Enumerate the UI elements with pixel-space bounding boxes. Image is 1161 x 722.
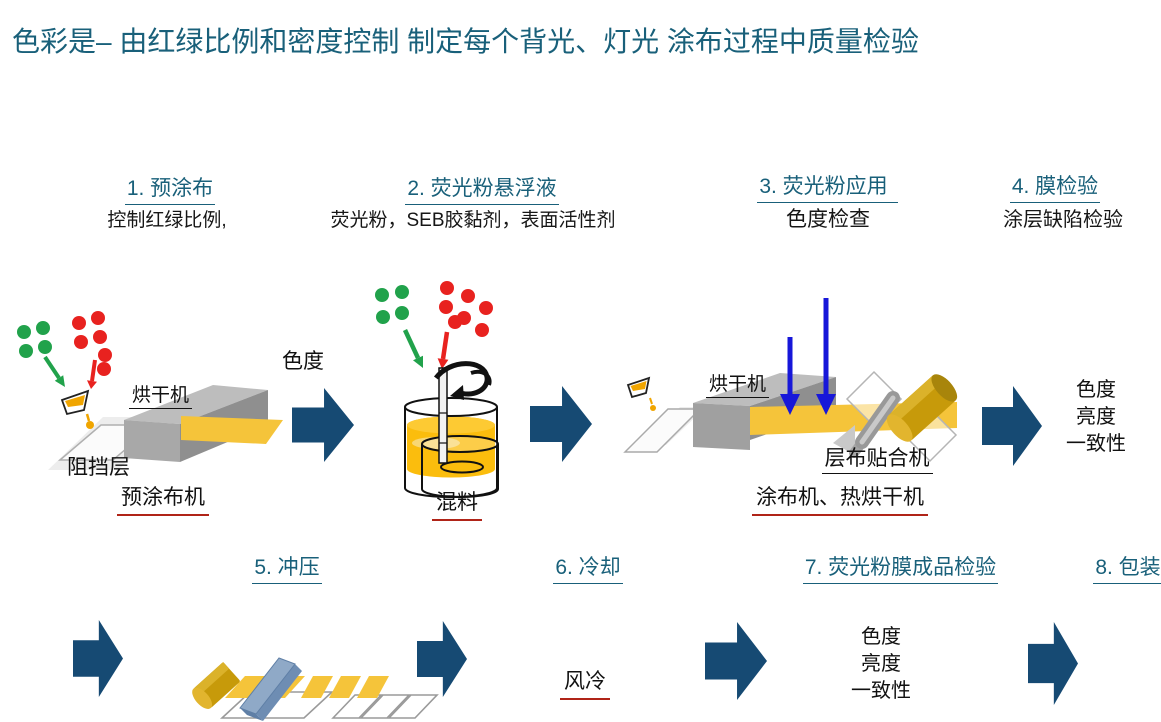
chromaticity-label: 色度 [282,350,324,373]
dryer-label-2: 烘干机 [695,369,780,398]
step-3-header: 3. 荧光粉应用 [740,170,915,203]
air-cooling-label: 风冷 [540,665,630,700]
dryer-label-1: 烘干机 [118,380,203,409]
step-2-header: 2. 荧光粉悬浮液 [392,172,572,205]
coater-diagram [618,288,963,518]
quality-metrics-top: 色度 亮度 一致性 [1048,377,1144,458]
quality-line: 一致性 [851,680,911,702]
barrier-label: 阻挡层 [67,456,130,479]
step-1-label: 1. 预涂布 [124,172,216,205]
stirrer-icon [438,367,448,464]
pre-coater-diagram [8,295,293,510]
flow-arrow-2 [530,386,592,462]
film-strips [225,676,389,698]
step-2-label: 2. 荧光粉悬浮液 [405,172,559,205]
step-1-desc: 控制红绿比例, [107,210,227,231]
flow-arrow-5 [417,621,467,697]
tray-outline-icons [219,691,439,719]
page-title: 色彩是– 由红绿比例和密度控制 制定每个背光、灯光 涂布过程中质量检验 [12,26,919,57]
pour-cup-icon [60,389,94,429]
mixing-label: 混料 [418,486,496,521]
quality-metrics-bottom: 色度 亮度 一致性 [833,624,929,705]
flow-arrow-6 [705,622,767,700]
quality-line: 色度 [861,626,901,648]
step-6-header: 6. 冷却 [533,551,643,584]
film-band [181,416,283,444]
red-phosphor-dots-icon [72,311,112,376]
pour-cup-icon [626,376,656,411]
coating-uv-arrows-icon [780,298,836,415]
green-phosphor-dots-icon [375,285,409,324]
step-7-header: 7. 荧光粉膜成品检验 [788,551,1013,584]
flow-arrow-3 [982,386,1042,466]
feed-roll-icon [192,661,240,709]
step-7-label: 7. 荧光粉膜成品检验 [802,551,999,584]
step-4-header: 4. 膜检验 [995,170,1115,203]
step-1-header: 1. 预涂布 [100,172,240,205]
green-feed-arrow-icon [402,329,423,368]
step-4-label: 4. 膜检验 [1009,170,1101,203]
green-phosphor-dots-icon [17,321,52,358]
red-phosphor-dots-icon [439,281,493,337]
step-8-header: 8. 包装 [1085,551,1161,584]
rotation-arrows-icon [433,361,492,400]
coater-label: 涂布机、热烘干机 [740,481,940,516]
step-6-label: 6. 冷却 [553,551,623,584]
step-5-header: 5. 冲压 [232,551,342,584]
punch-block-icon [239,657,302,721]
flow-arrow-7 [1028,622,1078,705]
green-feed-arrow-icon [43,355,65,387]
laminator-label: 层布贴合机 [812,442,942,474]
press-roller-icon [849,391,900,458]
quality-line: 亮度 [1076,406,1116,428]
step-2-desc: 荧光粉，SEB胶黏剂，表面活性剂 [330,210,616,231]
flow-arrow-4 [73,620,123,697]
quality-line: 色度 [1076,379,1116,401]
step-5-label: 5. 冲压 [252,551,322,584]
flow-arrow-1 [292,388,354,462]
quality-line: 亮度 [861,653,901,675]
red-feed-arrow-icon [87,359,97,389]
red-feed-arrow-icon [437,331,450,369]
pre-coater-label: 预涂布机 [103,481,223,516]
mixing-diagram [370,281,510,513]
step-4-desc: 涂层缺陷检验 [1003,209,1123,231]
step-8-label: 8. 包装 [1093,551,1161,584]
quality-line: 一致性 [1066,433,1126,455]
step-3-label: 3. 荧光粉应用 [757,170,898,203]
step-3-desc: 色度检查 [786,208,870,231]
punching-diagram [185,648,439,722]
takeup-roll-icon [886,374,958,442]
